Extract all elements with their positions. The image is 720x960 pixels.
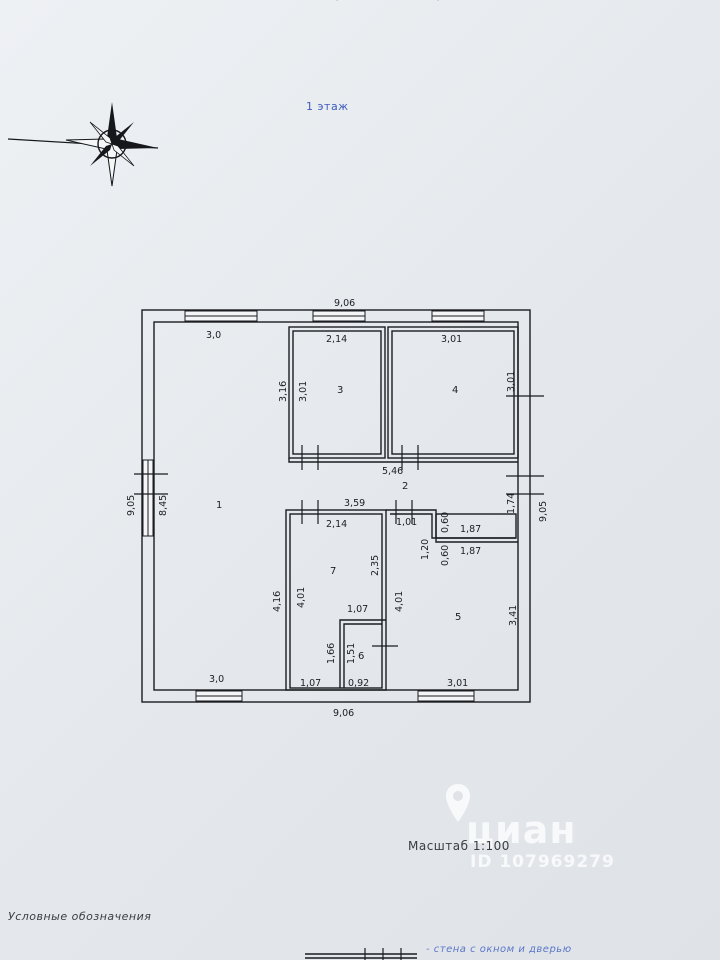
location-pin-icon [446, 784, 470, 822]
watermark-brand: циан [466, 808, 577, 852]
dim-bath-left: 1,66 [326, 643, 337, 664]
dim-room1-bottom: 3,0 [209, 674, 224, 685]
room-number-1: 1 [216, 500, 222, 511]
dim-room4-top: 3,01 [441, 334, 462, 345]
room-number-3: 3 [337, 385, 343, 396]
dim-room7-top-span: 3,59 [344, 498, 365, 509]
dim-bath-top: 1,07 [347, 604, 368, 615]
room-number-4: 4 [452, 385, 458, 396]
dim-bath-bottom: 1,07 [300, 678, 321, 689]
dim-right-outer: 9,05 [538, 501, 549, 522]
floor-title: 1 этаж [306, 100, 349, 113]
dim-small-4: 0,60 [440, 545, 451, 566]
room-number-2: 2 [402, 481, 408, 492]
room-number-7: 7 [330, 566, 336, 577]
dim-corridor-width: 5,46 [382, 466, 403, 477]
dim-room3-top: 2,14 [326, 334, 347, 345]
dim-bottom-total: 9,06 [333, 708, 354, 719]
door-symbols [134, 395, 544, 647]
window-symbols [142, 310, 485, 702]
dim-room5-left: 4,01 [394, 591, 405, 612]
watermark-listing-id: ID 107969279 [470, 852, 615, 872]
dim-room5-right: 3,41 [508, 605, 519, 626]
dim-room1-right-lower: 4,16 [272, 591, 283, 612]
dim-left-outer: 9,05 [126, 495, 137, 516]
legend-title: Условные обозначения [8, 910, 152, 923]
dim-room1-right-upper: 3,16 [278, 381, 289, 402]
dim-room4-right: 3,01 [506, 371, 517, 392]
dim-top-total: 9,06 [334, 298, 355, 309]
dim-room7-top: 2,14 [326, 519, 347, 530]
scale-label: Масштаб 1:100 [408, 839, 510, 853]
compass-rose-icon [8, 102, 159, 187]
dim-small-1: 1,01 [396, 517, 417, 528]
room-number-6: 6 [358, 651, 364, 662]
dim-room3-left: 3,01 [298, 381, 309, 402]
dim-closet-top: 1,87 [460, 524, 481, 535]
dim-room7-right: 2,35 [370, 555, 381, 576]
plan-walls [141, 309, 531, 703]
dim-left-inner: 8,45 [158, 495, 169, 516]
legend-wall-symbol [305, 948, 417, 960]
dim-corridor-right: 1,74 [506, 493, 517, 514]
legend-item-wall-with-window-and-door: - стена с окном и дверью [426, 944, 572, 955]
dim-room7-left: 4,01 [296, 587, 307, 608]
dim-room6-bottom: 0,92 [348, 678, 369, 689]
dim-small-2: 0,60 [440, 512, 451, 533]
room-number-5: 5 [455, 612, 461, 623]
dim-small-3: 1,20 [420, 539, 431, 560]
dim-room5-bottom: 3,01 [447, 678, 468, 689]
dim-room6-left: 1,51 [346, 643, 357, 664]
dim-room5-top: 1,87 [460, 546, 481, 557]
dim-room1-top: 3,0 [206, 330, 221, 341]
sheet-header: План этажа (части этажа) [160, 0, 520, 10]
